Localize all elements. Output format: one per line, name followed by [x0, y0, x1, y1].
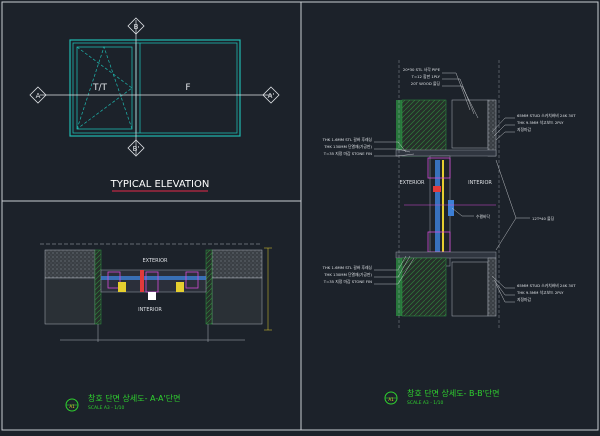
- svg-text:B': B': [133, 145, 140, 153]
- section-b-b: EXTERIOR INTERIOR 20*30 STL 사각 PIPE: [322, 60, 577, 406]
- svg-text:A: A: [36, 92, 41, 100]
- note-head-right-1: 65MM STUD 스카치바비 24K 30T: [517, 113, 576, 118]
- note-sill-right-1: 65MM STUD 스카치바비 24K 30T: [517, 283, 576, 288]
- note-top-2: T=12 합판 1PLY: [411, 74, 441, 79]
- scale-bb: SCALE A3 - 1/10: [407, 400, 444, 406]
- note-top-1: 20*30 STL 사각 PIPE: [403, 67, 441, 72]
- section-marker-a-right: A': [262, 86, 280, 104]
- exterior-label-bb: EXTERIOR: [399, 180, 425, 186]
- title-bb: 창호 단면 상세도- B-B'단면: [407, 388, 500, 398]
- typical-elevation: B B' A A' T/T F TYPICAL ELEVATION: [29, 17, 280, 192]
- section-marker-b-bottom: B': [127, 139, 145, 157]
- tilt-turn-label: T/T: [92, 83, 108, 93]
- note-sill-left-3: T=35 지정 마감 STONE FIN: [323, 279, 372, 284]
- note-top-3: 20T WOOD 몰딩: [411, 81, 441, 86]
- interior-label-aa: INTERIOR: [138, 307, 162, 313]
- section-marker-b-top: B: [127, 17, 145, 35]
- badge-aa: A1: [69, 404, 75, 409]
- title-block-bb: A1 창호 단면 상세도- B-B'단면 SCALE A3 - 1/10: [384, 388, 500, 406]
- note-sill-left-1: THK 1.6MM STL 갈바 후레싱: [322, 265, 373, 270]
- note-head-left-1: THK 1.6MM STL 갈바 후레싱: [322, 137, 373, 142]
- exterior-label-aa: EXTERIOR: [142, 258, 168, 264]
- section-a-a: EXTERIOR INTERIOR A1 창호 단면 상세도- A-A'단면 S…: [40, 243, 272, 412]
- note-sill-left-2: THK 130MM 단열재(가공판): [323, 272, 372, 277]
- note-head-left-3: T=35 지정 마감 STONE FIN: [323, 151, 372, 156]
- note-head-left-2: THK 130MM 단열재(가공판): [323, 144, 372, 149]
- note-sill-right-2: THK 9.5MM 석고보드 2PLY: [516, 290, 564, 295]
- scale-aa: SCALE A3 - 1/10: [88, 405, 125, 411]
- elevation-caption: TYPICAL ELEVATION: [110, 179, 210, 190]
- note-mid-right: 12T*40 몰딩: [532, 216, 555, 221]
- svg-text:B: B: [134, 23, 139, 31]
- title-aa: 창호 단면 상세도- A-A'단면: [88, 393, 180, 403]
- fixed-label: F: [185, 83, 190, 93]
- title-block-aa: A1 창호 단면 상세도- A-A'단면 SCALE A3 - 1/10: [65, 393, 180, 412]
- annotations-bb: 20*30 STL 사각 PIPE T=12 합판 1PLY 20T WOOD …: [322, 67, 577, 302]
- note-head-right-3: 지정마감: [517, 127, 531, 132]
- svg-text:A': A': [268, 92, 275, 100]
- badge-bb: A1: [388, 397, 394, 402]
- note-head-right-2: THK 9.5MM 석고보드 2PLY: [516, 120, 564, 125]
- interior-label-bb: INTERIOR: [468, 180, 492, 186]
- note-mid: 수평바닥: [476, 214, 490, 219]
- section-marker-a-left: A: [29, 86, 47, 104]
- note-sill-right-3: 지정마감: [517, 297, 531, 302]
